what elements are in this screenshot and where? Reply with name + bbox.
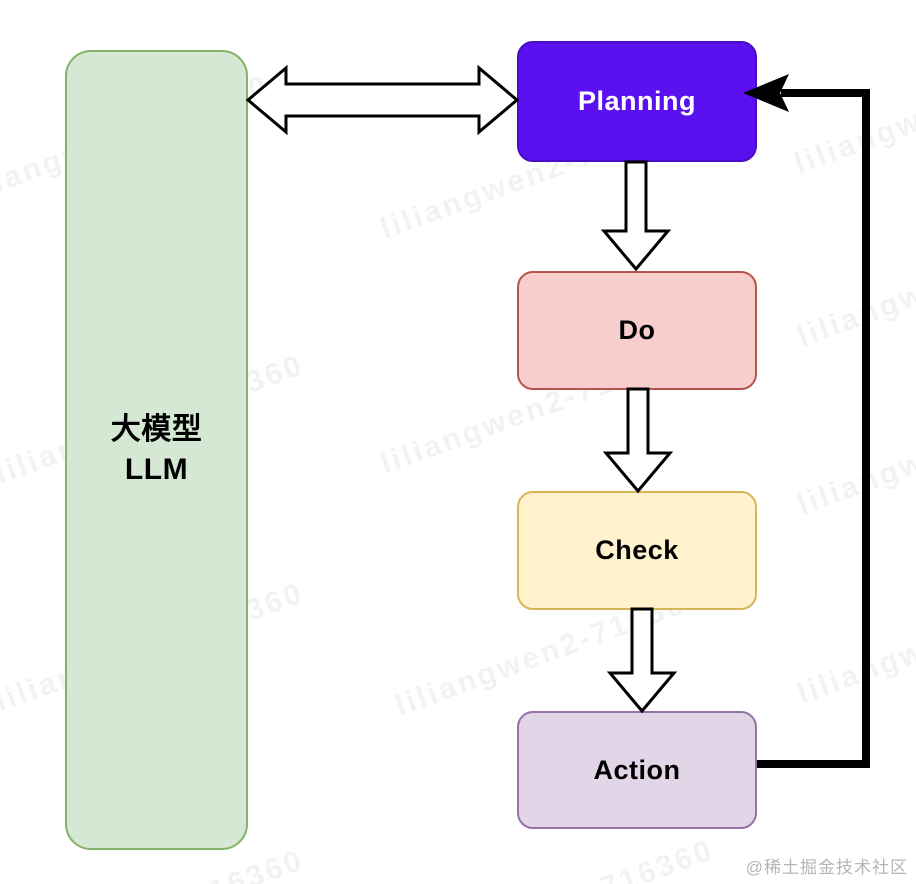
flow-node-check-label: Check: [595, 535, 679, 565]
llm-node-label-line1: 大模型: [110, 412, 203, 446]
flow-node-action: Action: [517, 711, 757, 829]
watermark-text: liliangwen2-716360: [793, 568, 916, 711]
llm-node: 大模型 LLM: [65, 50, 248, 850]
watermark-text: liliangwen2-716360: [793, 379, 916, 522]
watermark-text: liliangwen2-716360: [793, 211, 916, 354]
flow-node-planning: Planning: [517, 41, 757, 162]
llm-node-label-line2: LLM: [124, 453, 189, 486]
flow-node-do: Do: [517, 271, 757, 390]
credit-watermark: @稀土掘金技术社区: [745, 858, 908, 877]
flow-node-do-label: Do: [618, 315, 656, 345]
watermark-text: liliangwen2-716360: [401, 833, 719, 884]
flow-node-planning-label: Planning: [578, 86, 696, 116]
flow-node-check: Check: [517, 491, 757, 610]
watermark-text: liliangwen2-716360: [790, 38, 916, 181]
flow-node-action-label: Action: [593, 754, 681, 785]
